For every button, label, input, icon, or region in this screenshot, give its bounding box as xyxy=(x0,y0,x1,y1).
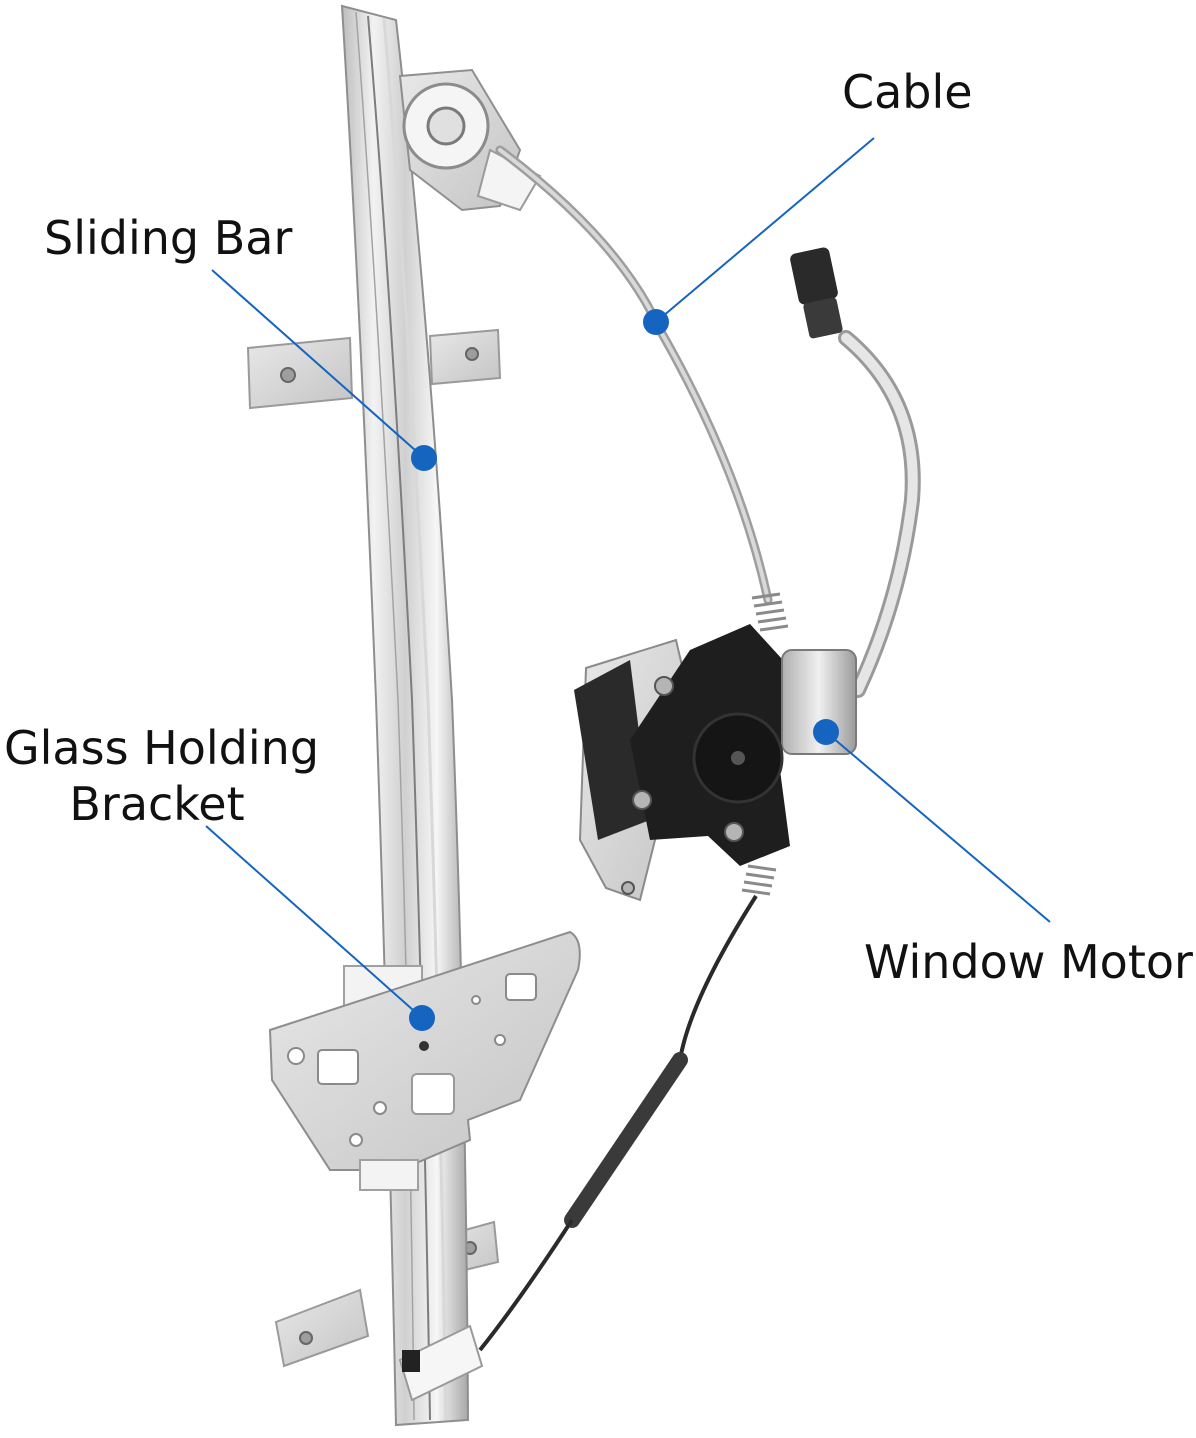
lower-cable xyxy=(478,864,777,1352)
window-motor-label: Window Motor xyxy=(864,935,1193,989)
glass-holding-label-line2: Bracket xyxy=(69,777,245,831)
glass-holding-bracket xyxy=(268,930,581,1191)
cable-label: Cable xyxy=(842,65,973,119)
callout-window-motor xyxy=(813,719,1051,923)
sliding-bar-label: Sliding Bar xyxy=(44,211,293,265)
callout-cable xyxy=(643,137,875,335)
upper-cable xyxy=(495,145,789,632)
bottom-pulley xyxy=(398,1324,484,1402)
top-pulley xyxy=(398,68,542,212)
glass-holding-bracket-label: Glass Holding Bracket xyxy=(4,720,320,832)
sliding-bar-rail xyxy=(340,4,470,1427)
callout-sliding-bar xyxy=(211,269,437,471)
glass-holding-label-line1: Glass Holding xyxy=(4,721,320,775)
motor-wire-connector xyxy=(790,247,921,698)
upper-mounting-tab xyxy=(246,328,502,410)
window-motor xyxy=(574,624,857,902)
callout-glass-bracket xyxy=(205,825,435,1031)
